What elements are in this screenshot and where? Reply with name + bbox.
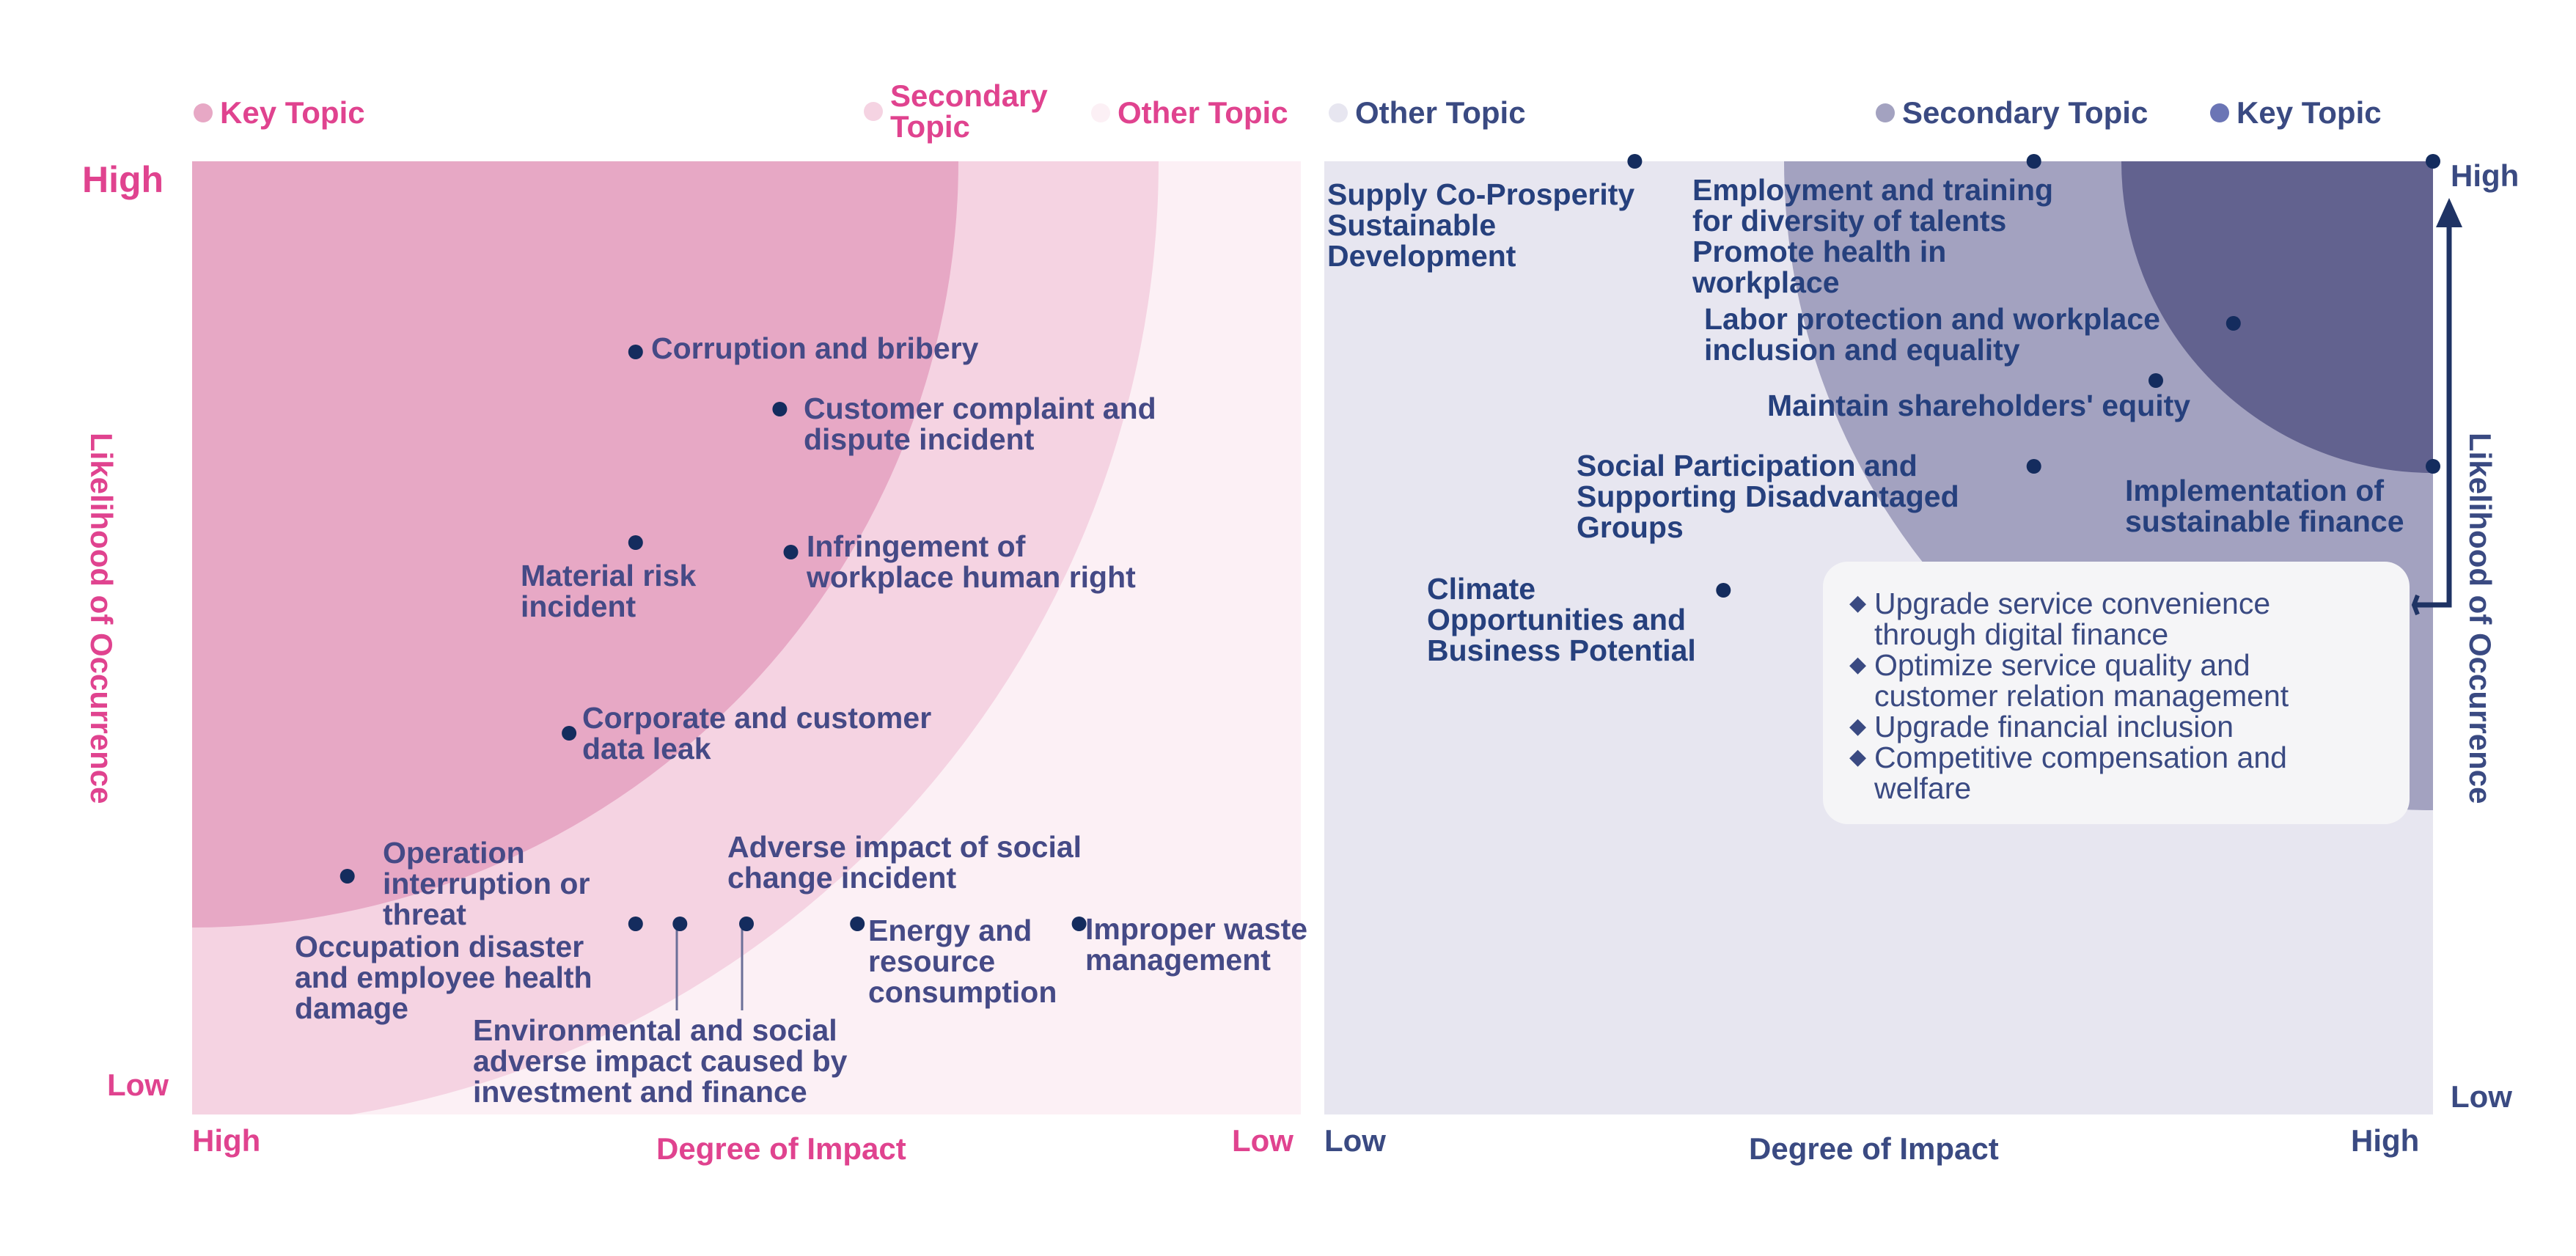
legend-key-swatch xyxy=(2210,103,2229,122)
point-label: Occupation disaster and employee health … xyxy=(295,930,592,1025)
data-point xyxy=(2225,316,2241,331)
list-item: ◆ Upgrade service convenience through dig… xyxy=(1849,588,2410,650)
data-point xyxy=(739,917,754,931)
left-x-title: Degree of Impact xyxy=(656,1131,906,1166)
diamond-bullet-icon: ◆ xyxy=(1849,591,1867,615)
legend-other-swatch xyxy=(1091,103,1110,122)
left-y-low: Low xyxy=(107,1068,169,1102)
right-zone-key xyxy=(2121,161,2433,473)
list-item: ◆ Optimize service quality and customer r… xyxy=(1849,650,2410,711)
point-label: Improper waste management xyxy=(1085,912,1308,977)
legend-left-secondary: Secondary Topic xyxy=(864,81,1048,142)
data-point xyxy=(340,869,355,884)
list-item: ◆ Competitive compensation and welfare xyxy=(1849,742,2410,804)
point-label: Implementation of sustainable finance xyxy=(2125,474,2404,538)
point-label: Customer complaint and dispute incident xyxy=(804,392,1156,456)
grouped-topics-list: ◆ Upgrade service convenience through dig… xyxy=(1823,562,2410,804)
point-label: Operation interruption or threat xyxy=(383,836,590,931)
data-point xyxy=(2148,373,2163,388)
list-item-text: Upgrade service convenience through digi… xyxy=(1874,587,2271,651)
arrow-left-icon xyxy=(2411,594,2420,616)
likelihood-arrow xyxy=(2414,207,2452,608)
legend-label: Other Topic xyxy=(1118,95,1288,130)
legend-label: Secondary Topic xyxy=(890,78,1048,144)
point-label: Labor protection and workplace inclusion… xyxy=(1704,302,2160,367)
point-label: Energy and resource consumption xyxy=(868,914,1057,1009)
legend-right-key: Key Topic xyxy=(2210,97,2382,129)
list-item: ◆ Upgrade financial inclusion xyxy=(1849,711,2410,742)
legend-right-secondary: Secondary Topic xyxy=(1876,97,2148,129)
legend-label: Secondary Topic xyxy=(1902,95,2148,130)
legend-other-swatch xyxy=(1329,103,1348,122)
right-x-title: Degree of Impact xyxy=(1749,1131,1999,1166)
legend-label: Key Topic xyxy=(2236,95,2382,130)
legend-secondary-swatch xyxy=(1876,103,1895,122)
point-label: Environmental and social adverse impact … xyxy=(473,1013,848,1109)
data-point xyxy=(1071,917,1087,931)
point-label: Corporate and customer data leak xyxy=(582,701,932,765)
data-point xyxy=(850,917,865,931)
diamond-bullet-icon: ◆ xyxy=(1849,714,1867,738)
diamond-bullet-icon: ◆ xyxy=(1849,653,1867,677)
data-point xyxy=(672,917,688,931)
grouped-topics-box: ◆ Upgrade service convenience through dig… xyxy=(1823,562,2410,824)
data-point xyxy=(628,535,643,550)
legend-right-other: Other Topic xyxy=(1329,97,1526,129)
point-label: Employment and training for diversity of… xyxy=(1692,173,2054,299)
list-item-text: Competitive compensation and welfare xyxy=(1874,741,2287,805)
data-point xyxy=(2426,459,2440,474)
right-x-high: High xyxy=(2351,1123,2420,1158)
point-label: Corruption and bribery xyxy=(651,331,979,365)
left-y-high: High xyxy=(82,159,164,200)
legend-secondary-swatch xyxy=(864,102,883,121)
point-label: Infringement of workplace human right xyxy=(807,529,1136,594)
point-label: Adverse impact of social change incident xyxy=(727,830,1082,895)
data-point xyxy=(562,726,577,741)
data-point xyxy=(2426,154,2440,169)
point-label: Maintain shareholders' equity xyxy=(1767,389,2191,422)
data-point xyxy=(772,402,788,416)
right-y-low: Low xyxy=(2451,1079,2512,1114)
right-y-high: High xyxy=(2451,158,2520,193)
point-label: Material risk incident xyxy=(521,559,697,623)
right-x-low: Low xyxy=(1324,1123,1386,1158)
list-item-text: Optimize service quality and customer re… xyxy=(1874,648,2289,713)
data-point xyxy=(1627,154,1643,169)
point-label: Climate Opportunities and Business Poten… xyxy=(1427,572,1696,667)
left-zone-key xyxy=(192,161,958,928)
arrow-up-icon xyxy=(2436,198,2462,227)
data-point xyxy=(628,917,643,931)
legend-label: Key Topic xyxy=(220,95,365,130)
legend-label: Other Topic xyxy=(1355,95,1526,130)
list-item-text: Upgrade financial inclusion xyxy=(1874,710,2234,743)
left-x-low: Low xyxy=(1232,1123,1293,1158)
data-point xyxy=(2026,154,2041,169)
left-x-high: High xyxy=(192,1123,261,1158)
legend-left-key: Key Topic xyxy=(194,97,365,129)
data-point xyxy=(628,345,643,359)
data-point xyxy=(2026,459,2041,474)
legend-left-other: Other Topic xyxy=(1091,97,1288,129)
point-label: Supply Co-Prosperity Sustainable Develop… xyxy=(1327,177,1635,273)
diamond-bullet-icon: ◆ xyxy=(1849,745,1867,769)
right-y-title: Likelihood of Occurrence xyxy=(2463,433,2498,804)
legend-key-swatch xyxy=(194,103,213,122)
left-y-title: Likelihood of Occurrence xyxy=(84,433,119,804)
point-label: Social Participation and Supporting Disa… xyxy=(1577,449,1959,544)
data-point xyxy=(783,545,799,559)
data-point xyxy=(1716,583,1731,598)
